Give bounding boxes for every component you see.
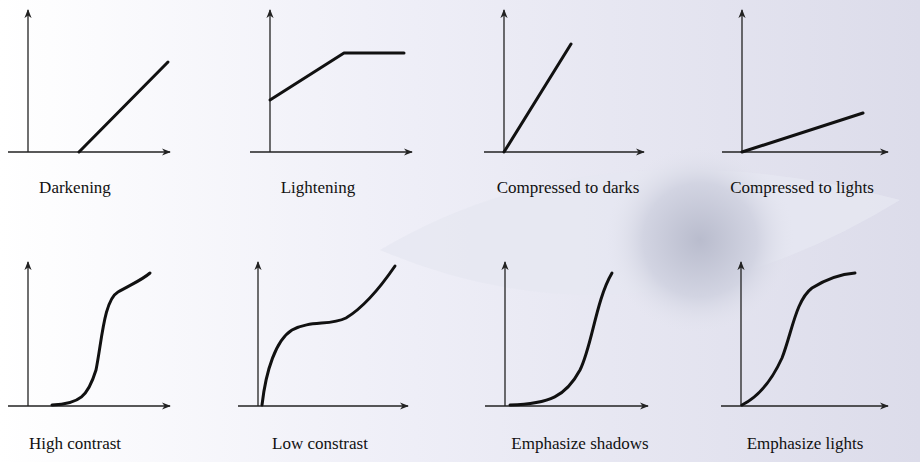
curve-caption: Compressed to lights bbox=[727, 178, 877, 198]
eye-iris bbox=[605, 145, 795, 335]
curve-caption: Darkening bbox=[36, 178, 114, 198]
curve-caption: Emphasize shadows bbox=[508, 434, 651, 454]
curve-caption: Lightening bbox=[278, 178, 359, 198]
curve-caption: Emphasize lights bbox=[744, 434, 867, 454]
axes bbox=[8, 10, 888, 406]
curve-caption: Low constrast bbox=[269, 434, 371, 454]
curve-caption: High contrast bbox=[26, 434, 124, 454]
tone-curves bbox=[52, 44, 863, 405]
curve-caption: Compressed to darks bbox=[494, 178, 643, 198]
